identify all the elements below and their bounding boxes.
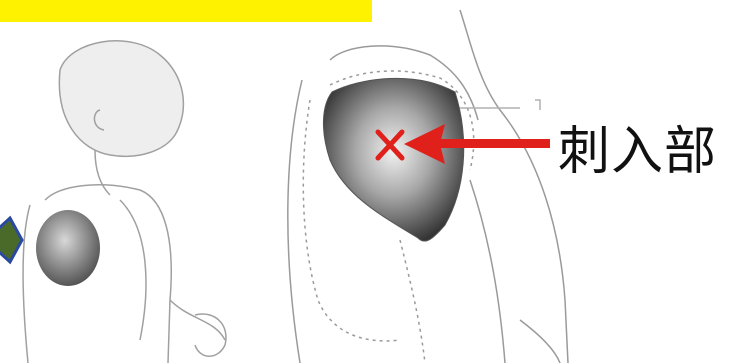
- adult-arm-inner: [470, 180, 505, 363]
- child-deltoid: [36, 210, 100, 286]
- bone-dotted-shaft: [400, 240, 425, 363]
- adult-torso-line: [460, 10, 568, 363]
- adult-arm-outer: [288, 80, 302, 363]
- child-back: [23, 205, 30, 363]
- child-figure: [23, 41, 226, 363]
- child-neck: [95, 150, 110, 195]
- adult-elbow-line: [520, 320, 560, 363]
- injection-site-label: 刺入部: [558, 122, 717, 182]
- child-head: [59, 41, 183, 156]
- diamond-icon: [0, 218, 22, 262]
- child-arm: [120, 200, 225, 340]
